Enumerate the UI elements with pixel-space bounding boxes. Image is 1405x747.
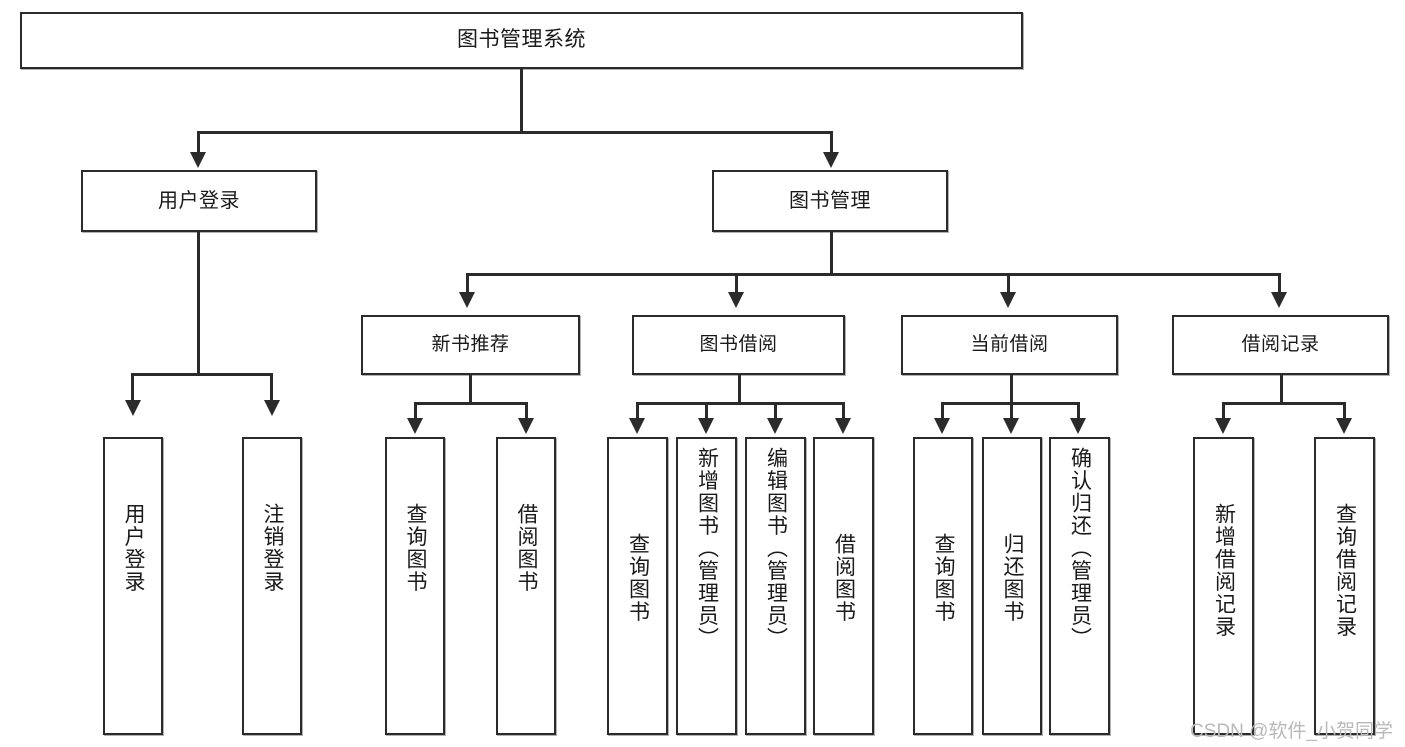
node-book-management[interactable]: 图书管理 — [712, 170, 948, 232]
connector-book-borrow-to-leaf-1 — [636, 402, 639, 420]
connector-current-borrow-bus — [941, 402, 1078, 405]
connector-current-borrow-to-leaf-3 — [1077, 402, 1080, 420]
arrowhead-book-borrow-leaf-4 — [835, 418, 851, 434]
connector-current-borrow-to-leaf-1 — [941, 402, 944, 420]
node-label: 归还图书 — [1001, 533, 1025, 623]
node-root-system[interactable]: 图书管理系统 — [20, 12, 1023, 69]
connector-user-login-to-leaf-1 — [131, 373, 134, 403]
connector-borrow-record-to-leaf-1 — [1222, 402, 1225, 420]
node-label: 新书推荐 — [431, 334, 510, 356]
node-label: 查询图书 — [404, 503, 428, 593]
arrowhead-borrow-record-leaf-2 — [1336, 418, 1352, 434]
node-label: 注销登录 — [261, 503, 285, 593]
connector-book-borrow-to-leaf-3 — [774, 402, 777, 420]
arrowhead-book-mgmt-new-book — [459, 292, 475, 308]
node-label: 用户登录 — [122, 503, 146, 593]
connector-book-mgmt-stem — [830, 232, 833, 274]
arrowhead-book-borrow-leaf-3 — [767, 418, 783, 434]
leaf-current-borrow-return-book[interactable]: 归还图书 — [982, 437, 1042, 735]
connector-root-to-user-login — [197, 131, 200, 155]
connector-user-login-bus — [131, 373, 270, 376]
connector-book-borrow-stem — [738, 375, 741, 403]
leaf-book-borrow-add-book[interactable]: 新增图书（管理员） — [676, 437, 737, 735]
connector-root-to-book-mgmt — [830, 131, 833, 155]
arrowhead-book-mgmt-borrow — [728, 292, 744, 308]
leaf-new-book-query-book[interactable]: 查询图书 — [385, 437, 445, 735]
node-label: 当前借阅 — [970, 334, 1049, 356]
arrowhead-root-to-book-mgmt — [823, 152, 839, 168]
node-current-borrow[interactable]: 当前借阅 — [901, 315, 1118, 375]
node-label: 图书借阅 — [699, 334, 778, 356]
node-new-book-recommend[interactable]: 新书推荐 — [361, 315, 580, 375]
connector-book-borrow-to-leaf-4 — [842, 402, 845, 420]
leaf-book-borrow-edit-book[interactable]: 编辑图书（管理员） — [745, 437, 806, 735]
connector-root-stem — [520, 69, 523, 132]
node-label: 用户登录 — [158, 189, 240, 212]
arrowhead-borrow-record-leaf-1 — [1215, 418, 1231, 434]
arrowhead-new-book-leaf-1 — [407, 418, 423, 434]
arrowhead-user-login-leaf-1 — [125, 400, 141, 416]
connector-book-mgmt-to-record — [1278, 273, 1281, 295]
arrowhead-current-borrow-leaf-3 — [1070, 418, 1086, 434]
node-label: 查询借阅记录 — [1333, 503, 1357, 638]
node-label: 借阅记录 — [1241, 334, 1320, 356]
connector-current-borrow-to-leaf-2 — [1010, 402, 1013, 420]
connector-new-book-bus — [414, 402, 528, 405]
arrowhead-root-to-user-login — [190, 152, 206, 168]
leaf-book-borrow-borrow-book[interactable]: 借阅图书 — [813, 437, 874, 735]
arrowhead-user-login-leaf-2 — [264, 400, 280, 416]
leaf-book-borrow-query-book[interactable]: 查询图书 — [607, 437, 668, 735]
connector-user-login-stem — [197, 232, 200, 374]
node-label: 新增借阅记录 — [1212, 503, 1236, 638]
node-label: 借阅图书 — [832, 533, 856, 623]
watermark-text: CSDN @软件_小贺同学 — [1190, 721, 1393, 742]
connector-new-book-stem — [469, 375, 472, 403]
connector-root-bus — [197, 131, 833, 134]
connector-current-borrow-stem — [1010, 375, 1013, 403]
connector-borrow-record-bus — [1222, 402, 1346, 405]
connector-user-login-to-leaf-2 — [270, 373, 273, 403]
arrowhead-current-borrow-leaf-1 — [934, 418, 950, 434]
leaf-borrow-record-query-record[interactable]: 查询借阅记录 — [1314, 437, 1375, 735]
leaf-new-book-borrow-book[interactable]: 借阅图书 — [496, 437, 556, 735]
arrowhead-new-book-leaf-2 — [518, 418, 534, 434]
leaf-user-login-logout[interactable]: 注销登录 — [242, 437, 302, 735]
connector-book-borrow-to-leaf-2 — [705, 402, 708, 420]
connector-borrow-record-to-leaf-2 — [1343, 402, 1346, 420]
connector-book-mgmt-bus — [466, 273, 1281, 276]
connector-book-mgmt-to-current — [1007, 273, 1010, 295]
leaf-borrow-record-add-record[interactable]: 新增借阅记录 — [1193, 437, 1254, 735]
arrowhead-current-borrow-leaf-2 — [1003, 418, 1019, 434]
node-user-login[interactable]: 用户登录 — [81, 170, 317, 232]
node-label: 查询图书 — [626, 533, 650, 623]
connector-new-book-to-leaf-2 — [525, 402, 528, 420]
connector-borrow-record-stem — [1280, 375, 1283, 403]
node-label: 图书管理 — [789, 189, 871, 212]
node-label: 新增图书（管理员） — [695, 447, 719, 650]
arrowhead-book-mgmt-record — [1271, 292, 1287, 308]
arrowhead-book-mgmt-current — [1000, 292, 1016, 308]
node-book-borrow[interactable]: 图书借阅 — [632, 315, 845, 375]
connector-book-borrow-bus — [636, 402, 844, 405]
node-label: 确认归还（管理员） — [1068, 447, 1092, 650]
arrowhead-book-borrow-leaf-1 — [629, 418, 645, 434]
leaf-user-login-login[interactable]: 用户登录 — [103, 437, 163, 735]
arrowhead-book-borrow-leaf-2 — [698, 418, 714, 434]
leaf-current-borrow-confirm-return[interactable]: 确认归还（管理员） — [1049, 437, 1110, 735]
leaf-current-borrow-query-book[interactable]: 查询图书 — [913, 437, 973, 735]
node-label: 借阅图书 — [515, 503, 539, 593]
connector-new-book-to-leaf-1 — [414, 402, 417, 420]
connector-book-mgmt-to-borrow — [735, 273, 738, 295]
node-label: 编辑图书（管理员） — [764, 447, 788, 650]
connector-book-mgmt-to-new-book — [466, 273, 469, 295]
node-borrow-record[interactable]: 借阅记录 — [1172, 315, 1389, 375]
node-label: 图书管理系统 — [457, 28, 586, 52]
node-label: 查询图书 — [932, 533, 956, 623]
